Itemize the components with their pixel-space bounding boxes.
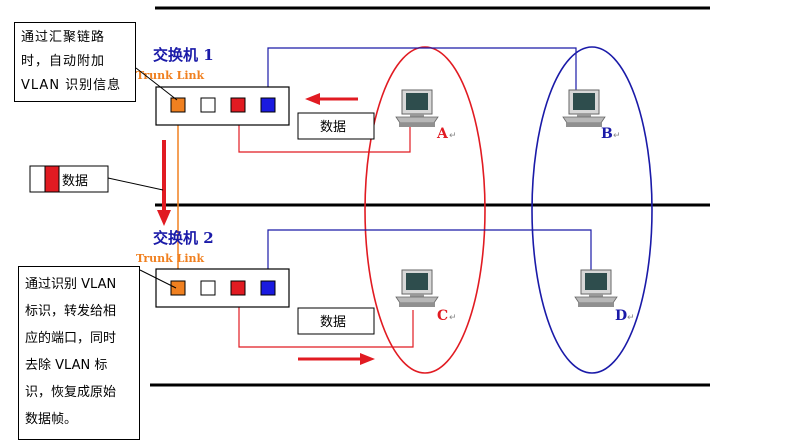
tagged-frame-box bbox=[29, 165, 109, 193]
wire-switch1-to-a bbox=[238, 113, 411, 153]
callout-bottom-line-1: 通过识别 VLAN bbox=[25, 277, 117, 292]
callout-untagging-note: 通过识别 VLAN 标识，转发给相 应的端口，同时 去除 VLAN 标 识，恢复… bbox=[18, 266, 140, 440]
frame-top-label: 数据 bbox=[320, 120, 346, 135]
switch1-port-trunk bbox=[170, 97, 186, 113]
callout-top-line-1: 通过汇聚链路 bbox=[21, 30, 106, 45]
switch2-port-red bbox=[230, 280, 246, 296]
pc-c bbox=[395, 269, 439, 308]
tagged-frame-vlan-tag bbox=[44, 165, 60, 193]
callout-bottom-line-4: 去除 VLAN 标 bbox=[25, 358, 108, 373]
tagged-frame-pointer bbox=[107, 177, 164, 191]
switch1-title: 交换机 1 bbox=[153, 46, 214, 64]
wire-switch2-to-d bbox=[267, 229, 592, 282]
pc-b-return: ↵ bbox=[613, 131, 621, 141]
pc-a bbox=[395, 89, 439, 128]
callout-top-line-3: VLAN 识别信息 bbox=[21, 78, 122, 93]
frame-bottom-box bbox=[297, 307, 375, 335]
tagged-frame-label: 数据 bbox=[62, 174, 88, 189]
callout-bottom-line-2: 标识，转发给相 bbox=[25, 304, 117, 319]
callout-top-line-2: 时，自动附加 bbox=[21, 54, 106, 69]
switch2-port-empty bbox=[200, 280, 216, 296]
pc-c-label: C bbox=[437, 308, 448, 324]
pc-a-return: ↵ bbox=[449, 131, 457, 141]
pc-d bbox=[574, 269, 618, 308]
pc-b bbox=[562, 89, 606, 128]
switch2-title: 交换机 2 bbox=[153, 229, 214, 247]
frame-bottom-label: 数据 bbox=[320, 315, 346, 330]
pc-a-label: A bbox=[436, 126, 449, 142]
switch1-port-blue bbox=[260, 97, 276, 113]
callout-bottom-line-3: 应的端口，同时 bbox=[25, 331, 117, 346]
callout-top-pointer bbox=[135, 67, 178, 101]
callout-bottom-line-6: 数据帧。 bbox=[25, 412, 78, 427]
callout-tagging-note: 通过汇聚链路 时，自动附加 VLAN 识别信息 bbox=[14, 22, 136, 102]
switch2-port-blue bbox=[260, 280, 276, 296]
vlan-blue-ellipse bbox=[531, 46, 653, 374]
callout-bottom-pointer bbox=[139, 269, 177, 289]
switch2-trunk-label: Trunk Link bbox=[136, 252, 205, 265]
pc-d-return: ↵ bbox=[627, 313, 635, 323]
frame-top-box bbox=[297, 112, 375, 140]
pc-b-label: B bbox=[601, 126, 613, 142]
switch1-port-empty bbox=[200, 97, 216, 113]
switch1-port-red bbox=[230, 97, 246, 113]
switch1-trunk-label: Trunk Link bbox=[136, 69, 205, 82]
pc-d-label: D bbox=[615, 308, 627, 324]
vlan-red-ellipse bbox=[364, 46, 486, 374]
pc-c-return: ↵ bbox=[449, 313, 457, 323]
wire-switch2-to-c bbox=[238, 295, 414, 348]
callout-bottom-line-5: 识，恢复成原始 bbox=[25, 385, 117, 400]
wire-switch1-to-b bbox=[267, 47, 577, 100]
switch2-port-trunk bbox=[170, 280, 186, 296]
